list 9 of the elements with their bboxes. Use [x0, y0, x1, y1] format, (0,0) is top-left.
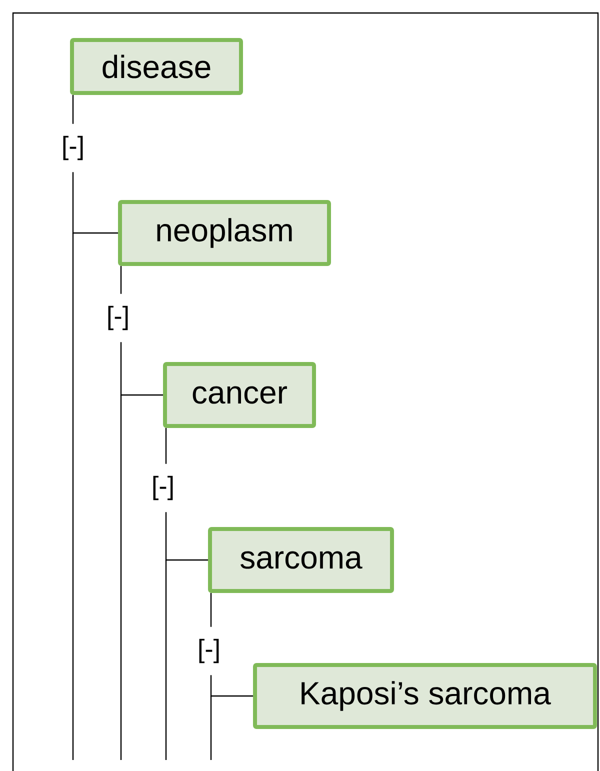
collapse-toggle: [-] [105, 294, 131, 342]
collapse-toggle: [-] [150, 464, 176, 512]
term-box: Kaposi’s sarcoma [253, 663, 597, 729]
collapse-toggle: [-] [60, 124, 86, 172]
term-box: cancer [163, 362, 316, 428]
collapse-toggle: [-] [196, 626, 222, 676]
term-box: disease [70, 38, 243, 95]
term-box: neoplasm [118, 200, 331, 266]
term-box: sarcoma [208, 527, 394, 593]
